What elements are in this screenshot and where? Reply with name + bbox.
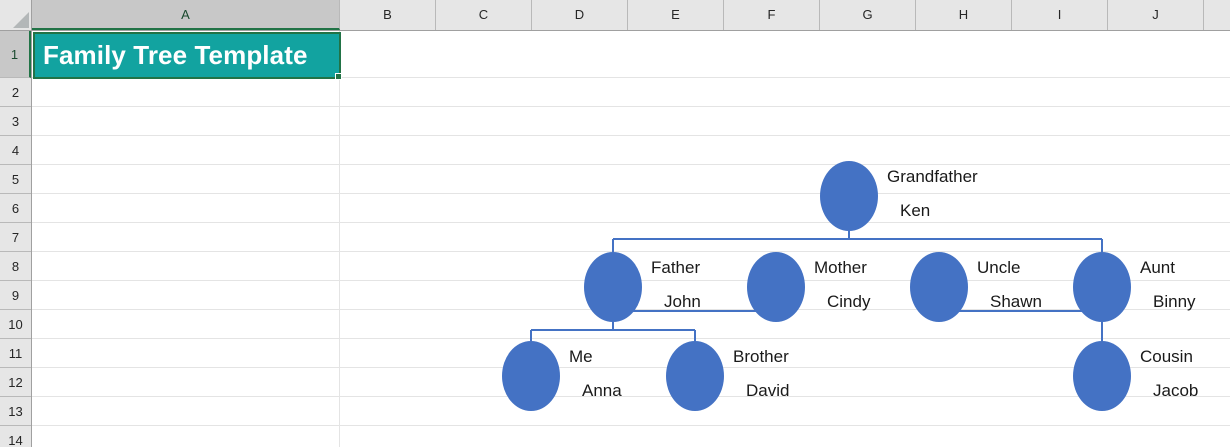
row-header-label: 10	[8, 317, 23, 332]
row-header-6[interactable]: 6	[0, 194, 31, 223]
row-header-9[interactable]: 9	[0, 281, 31, 310]
tree-node-role-me: Me	[569, 347, 593, 366]
row-header-8[interactable]: 8	[0, 252, 31, 281]
tree-node-name-brother: David	[746, 381, 790, 400]
column-header-c[interactable]: C	[436, 0, 532, 30]
row-header-label: 1	[10, 47, 19, 62]
row-header-12[interactable]: 12	[0, 368, 31, 397]
grid-row-line	[32, 367, 1230, 368]
tree-node-name-aunt: Binny	[1153, 292, 1196, 311]
tree-node-role-mother: Mother	[814, 258, 867, 277]
column-header-d[interactable]: D	[532, 0, 628, 30]
row-header-7[interactable]: 7	[0, 223, 31, 252]
tree-node-role-aunt: Aunt	[1140, 258, 1175, 277]
grid-row-line	[32, 338, 1230, 339]
row-header-label: 3	[11, 114, 20, 129]
row-header-label: 14	[8, 433, 23, 447]
row-header-label: 13	[8, 404, 23, 419]
column-header-i[interactable]: I	[1012, 0, 1108, 30]
row-header-5[interactable]: 5	[0, 165, 31, 194]
tree-node-name-cousin: Jacob	[1153, 381, 1199, 400]
row-header-label: 8	[11, 259, 20, 274]
row-header-13[interactable]: 13	[0, 397, 31, 426]
grid-row-line	[32, 425, 1230, 426]
tree-node-name-uncle: Shawn	[990, 292, 1042, 311]
row-header-11[interactable]: 11	[0, 339, 31, 368]
tree-node-role-cousin: Cousin	[1140, 347, 1193, 366]
grid-column-line	[339, 31, 340, 447]
grid-row-line	[32, 164, 1230, 165]
fill-handle[interactable]	[335, 73, 342, 80]
cell-a1-title[interactable]: Family Tree Template	[34, 33, 340, 78]
row-header-2[interactable]: 2	[0, 78, 31, 107]
grid-row-line	[32, 135, 1230, 136]
grid-row-line	[32, 309, 1230, 310]
sheet-canvas[interactable]	[32, 31, 1230, 447]
row-header-14[interactable]: 14	[0, 426, 31, 447]
column-header-a[interactable]: A	[32, 0, 340, 30]
row-header-4[interactable]: 4	[0, 136, 31, 165]
grid-row-line	[32, 193, 1230, 194]
row-header-label: 11	[8, 346, 23, 361]
grid-row-line	[32, 251, 1230, 252]
row-header-label: 4	[11, 143, 20, 158]
column-header-g[interactable]: G	[820, 0, 916, 30]
tree-node-name-father: John	[664, 292, 701, 311]
row-header-label: 5	[11, 172, 20, 187]
column-header-f[interactable]: F	[724, 0, 820, 30]
row-header-label: 9	[11, 288, 20, 303]
row-header-1[interactable]: 1	[0, 31, 31, 78]
select-all-corner[interactable]	[0, 0, 32, 31]
row-header-label: 7	[11, 230, 20, 245]
grid-row-line	[32, 106, 1230, 107]
row-header-label: 6	[11, 201, 20, 216]
tree-node-role-grandfather: Grandfather	[887, 167, 978, 186]
grid-row-line	[32, 280, 1230, 281]
tree-node-name-grandfather: Ken	[900, 201, 931, 220]
tree-node-name-me: Anna	[582, 381, 622, 400]
row-header-10[interactable]: 10	[0, 310, 31, 339]
tree-node-role-brother: Brother	[733, 347, 789, 366]
grid-row-line	[32, 396, 1230, 397]
row-header-label: 2	[11, 85, 20, 100]
tree-node-role-father: Father	[651, 258, 701, 277]
column-header-h[interactable]: H	[916, 0, 1012, 30]
grid-row-line	[32, 77, 1230, 78]
tree-node-role-uncle: Uncle	[977, 258, 1021, 277]
row-header-3[interactable]: 3	[0, 107, 31, 136]
column-header-e[interactable]: E	[628, 0, 724, 30]
tree-node-name-mother: Cindy	[827, 292, 871, 311]
row-header-label: 12	[8, 375, 23, 390]
column-header-b[interactable]: B	[340, 0, 436, 30]
column-header-j[interactable]: J	[1108, 0, 1204, 30]
page-title: Family Tree Template	[43, 40, 308, 70]
select-all-triangle-icon	[13, 12, 29, 28]
grid-row-line	[32, 222, 1230, 223]
